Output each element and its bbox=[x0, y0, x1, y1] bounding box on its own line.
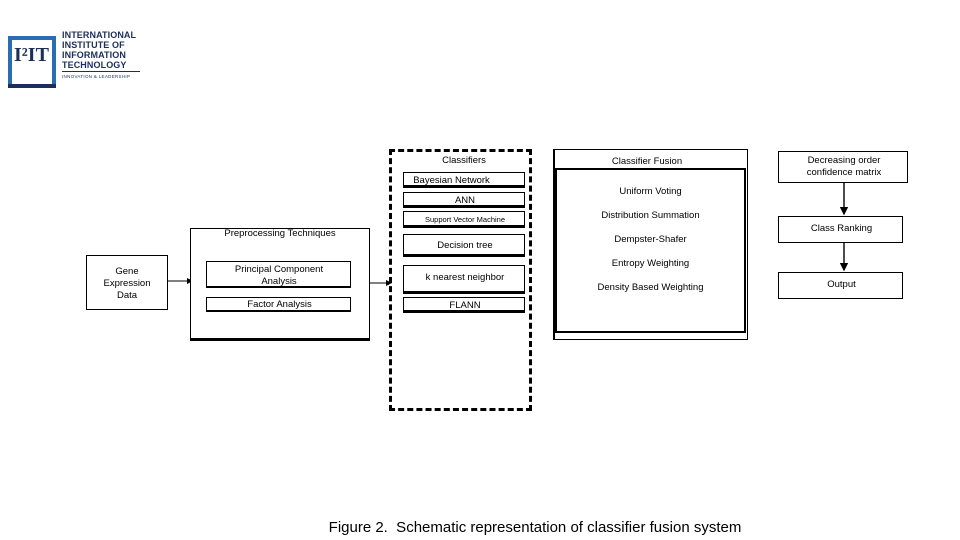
preprocessing-item-factor-analysis: Factor Analysis bbox=[206, 297, 351, 312]
classifier-item-ann: ANN bbox=[403, 192, 525, 208]
classifier-item-label: k nearest neighbor bbox=[425, 272, 505, 283]
confidence-matrix-label: Decreasing order confidence matrix bbox=[806, 155, 882, 178]
logo-line-2: INSTITUTE OF bbox=[62, 40, 125, 50]
logo-emblem-icon bbox=[8, 36, 56, 88]
classifier-item-svm: Support Vector Machine bbox=[403, 211, 525, 228]
fusion-method-entropy-weighting: Entropy Weighting bbox=[611, 258, 690, 269]
classifier-item-label: ANN bbox=[454, 195, 476, 206]
classifier-item-label: FLANN bbox=[449, 300, 481, 311]
fusion-method-uniform-voting: Uniform Voting bbox=[619, 186, 682, 197]
preprocessing-item-pca: Principal Component Analysis bbox=[206, 261, 351, 288]
fusion-container bbox=[553, 149, 748, 340]
institute-logo: I²IT INTERNATIONAL INSTITUTE OF INFORMAT… bbox=[4, 30, 144, 90]
fusion-method-distribution-summation: Distribution Summation bbox=[601, 210, 700, 221]
fusion-method-dempster-shafer: Dempster-Shafer bbox=[614, 234, 687, 245]
classifier-item-bayesian: Bayesian Network bbox=[403, 172, 525, 188]
input-label: Gene Expression Data bbox=[103, 266, 151, 301]
output-box: Output bbox=[778, 272, 903, 299]
figure-caption: Figure 2. Schematic representation of cl… bbox=[328, 519, 742, 536]
classifier-item-decision-tree: Decision tree bbox=[403, 234, 525, 257]
classifier-item-knn: k nearest neighbor bbox=[403, 265, 525, 294]
confidence-matrix-box: Decreasing order confidence matrix bbox=[778, 151, 908, 183]
fusion-method-density-based-weighting: Density Based Weighting bbox=[597, 282, 704, 293]
logo-mark: I²IT bbox=[14, 44, 49, 66]
preprocessing-item-label: Principal Component Analysis bbox=[234, 264, 324, 287]
classifiers-title: Classifiers bbox=[442, 155, 486, 166]
logo-line-3: INFORMATION bbox=[62, 50, 126, 60]
preprocessing-bottom-bar bbox=[190, 338, 370, 341]
fusion-left-bar bbox=[553, 149, 555, 340]
class-ranking-box: Class Ranking bbox=[778, 216, 903, 243]
preprocessing-title: Preprocessing Techniques bbox=[224, 228, 336, 239]
output-label: Output bbox=[827, 279, 856, 290]
classifier-item-label: Support Vector Machine bbox=[424, 215, 506, 224]
logo-line-1: INTERNATIONAL bbox=[62, 30, 137, 40]
classifier-item-flann: FLANN bbox=[403, 297, 525, 313]
fusion-title: Classifier Fusion bbox=[611, 156, 683, 167]
preprocessing-item-label: Factor Analysis bbox=[247, 299, 312, 310]
class-ranking-label: Class Ranking bbox=[810, 223, 873, 234]
classifier-item-label: Bayesian Network bbox=[413, 175, 490, 186]
classifier-item-label: Decision tree bbox=[437, 240, 493, 251]
logo-tagline: INNOVATION & LEADERSHIP bbox=[62, 74, 131, 79]
classifiers-container bbox=[389, 149, 532, 411]
logo-divider bbox=[62, 71, 140, 72]
fusion-inner-box bbox=[555, 168, 746, 333]
logo-line-4: TECHNOLOGY bbox=[62, 60, 127, 70]
input-box: Gene Expression Data bbox=[86, 255, 168, 310]
